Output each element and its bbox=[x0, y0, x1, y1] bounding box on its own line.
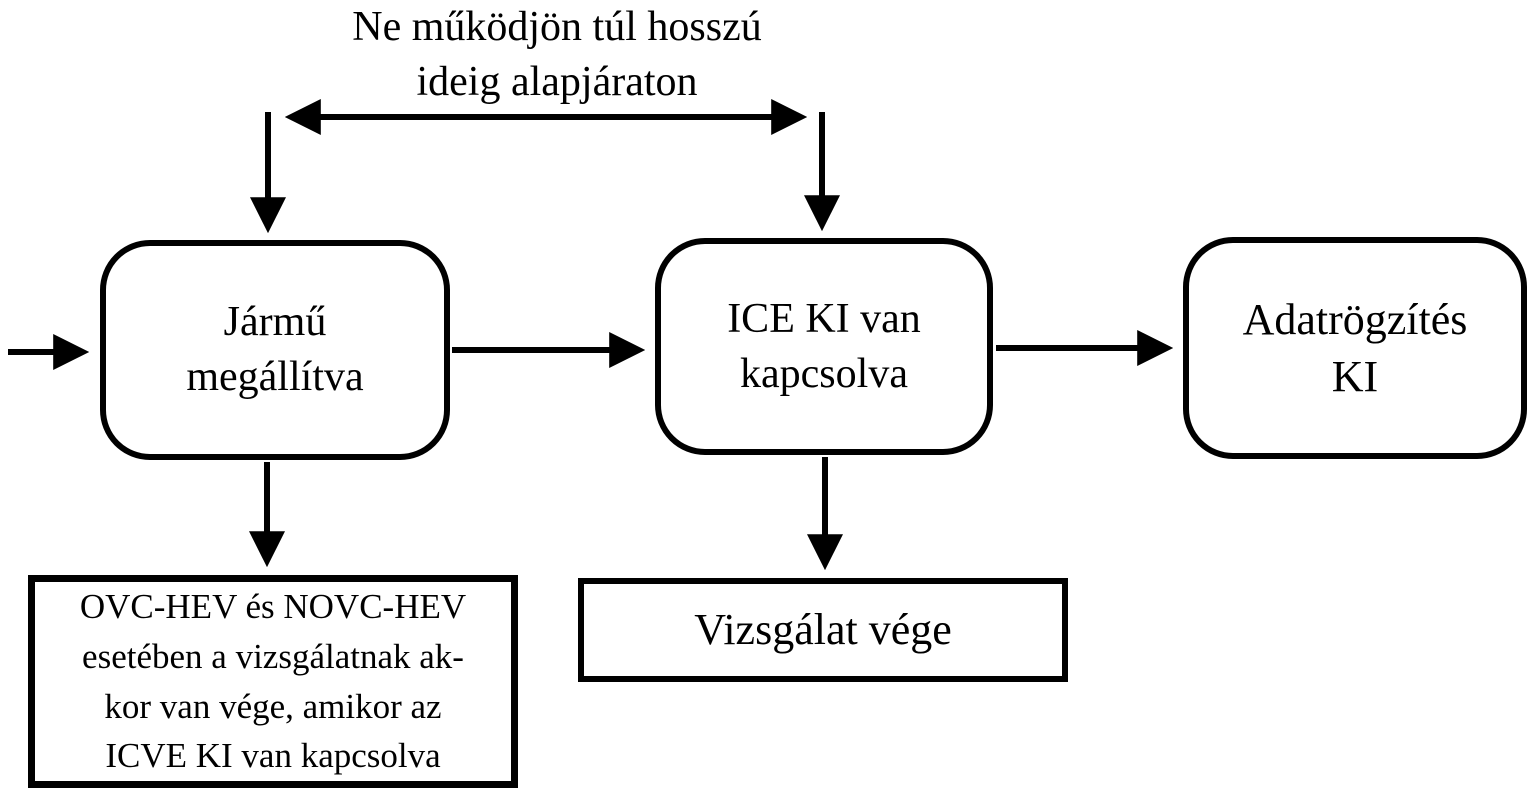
node-ice-off-label: ICE KI van kapcsolva bbox=[727, 295, 921, 397]
box-test-end-label: Vizsgálat vége bbox=[694, 605, 952, 655]
node-ice-off: ICE KI van kapcsolva bbox=[655, 238, 993, 455]
box-test-end: Vizsgálat vége bbox=[578, 578, 1068, 682]
node-data-recording-off-label: Adatrögzítés KI bbox=[1242, 294, 1468, 401]
node-vehicle-stopped: Jármű megállítva bbox=[100, 240, 450, 460]
box-ovc-hev-note: OVC-HEV és NOVC-HEV esetében a vizsgálat… bbox=[28, 575, 518, 788]
box-ovc-hev-note-label: OVC-HEV és NOVC-HEV esetében a vizsgálat… bbox=[79, 587, 467, 776]
node-data-recording-off: Adatrögzítés KI bbox=[1183, 237, 1527, 459]
idle-constraint-note: Ne működjön túl hosszú ideig alapjáraton bbox=[352, 4, 762, 106]
node-vehicle-stopped-label: Jármű megállítva bbox=[186, 299, 364, 400]
